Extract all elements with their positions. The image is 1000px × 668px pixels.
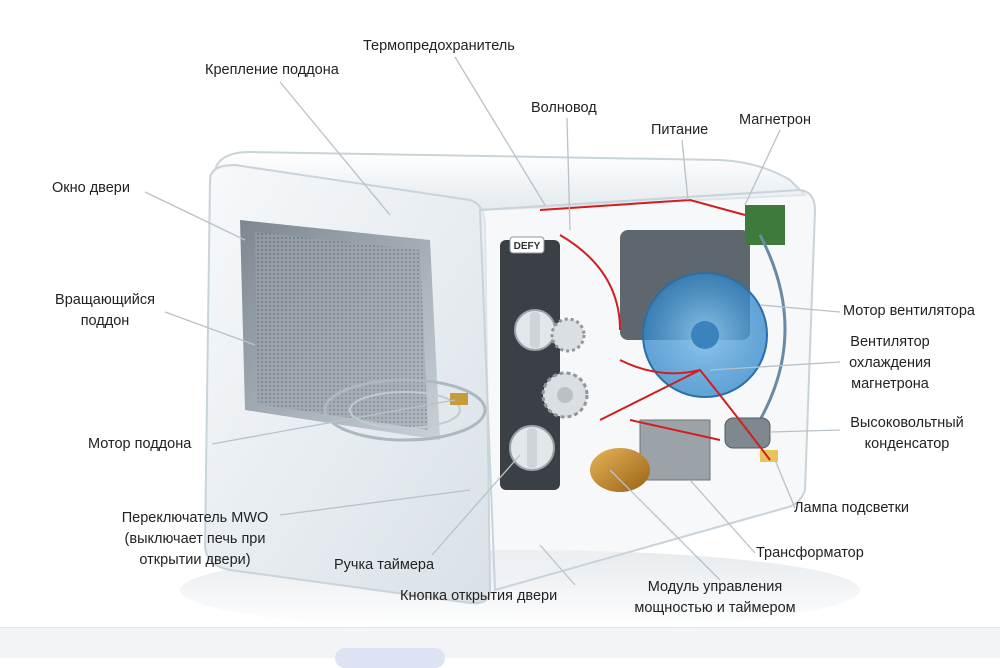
label-mwo-switch-line1: Переключатель MWO bbox=[121, 510, 269, 526]
label-hv-capacitor-line2: конденсатор bbox=[864, 436, 950, 452]
label-rotating-tray: Вращающийся поддон bbox=[45, 290, 165, 332]
fan-guard bbox=[758, 234, 787, 421]
brand-text: DEFY bbox=[514, 241, 541, 252]
label-tray-mount: Крепление поддона bbox=[205, 62, 339, 78]
leader-line bbox=[431, 454, 521, 556]
leader-line bbox=[164, 311, 256, 346]
leader-line bbox=[566, 117, 571, 231]
leader-line bbox=[279, 81, 391, 216]
tray-inner bbox=[349, 391, 461, 429]
label-door-window: Окно двери bbox=[52, 180, 130, 196]
magnetron-pcb bbox=[745, 205, 785, 245]
leader-line bbox=[144, 191, 246, 241]
leader-line bbox=[454, 56, 546, 206]
leader-line bbox=[211, 399, 456, 445]
label-rotating-tray-line2: поддон bbox=[80, 313, 130, 329]
door-window-mesh bbox=[255, 232, 428, 430]
transformer-coil bbox=[590, 448, 650, 492]
leader-line bbox=[689, 479, 756, 554]
leader-line bbox=[709, 361, 841, 371]
label-mwo-switch-line2: (выключает печь при bbox=[124, 531, 266, 547]
leader-line bbox=[744, 129, 781, 206]
label-transformer: Трансформатор bbox=[756, 545, 864, 561]
label-power: Питание bbox=[651, 122, 709, 138]
label-timer-knob: Ручка таймера bbox=[334, 557, 435, 573]
label-control-module-line2: мощностью и таймером bbox=[634, 600, 796, 616]
label-control-module-line1: Модуль управления bbox=[647, 579, 783, 595]
label-tray-motor: Мотор поддона bbox=[88, 436, 192, 452]
control-panel bbox=[500, 240, 560, 490]
label-cooling-fan-line3: магнетрона bbox=[851, 376, 929, 392]
label-cooling-fan: Вентилятор охлаждения магнетрона bbox=[830, 332, 950, 395]
label-lamp: Лампа подсветки bbox=[794, 500, 910, 516]
label-hv-capacitor: Высоковольтный конденсатор bbox=[832, 413, 982, 455]
leader-line bbox=[759, 304, 841, 313]
label-rotating-tray-line1: Вращающийся bbox=[55, 292, 155, 308]
gear-icon bbox=[550, 317, 586, 353]
label-waveguide: Волновод bbox=[531, 100, 597, 116]
leader-line bbox=[681, 139, 689, 201]
label-mwo-switch: Переключатель MWO (выключает печь при от… bbox=[100, 508, 290, 571]
leader-line bbox=[774, 459, 796, 509]
leader-line bbox=[609, 469, 721, 581]
timer-knob-lower bbox=[509, 425, 555, 471]
bottom-toolbar bbox=[0, 627, 1000, 658]
leader-line bbox=[539, 544, 576, 586]
label-cooling-fan-line2: охлаждения bbox=[849, 355, 931, 371]
label-thermal-fuse: Термопредохранитель bbox=[363, 38, 515, 54]
label-hv-capacitor-line1: Высоковольтный bbox=[850, 415, 964, 431]
label-fan-motor: Мотор вентилятора bbox=[843, 303, 975, 319]
leader-line bbox=[769, 429, 841, 433]
fan-hub bbox=[691, 321, 719, 349]
tray-motor-part bbox=[450, 393, 468, 405]
rotating-tray bbox=[323, 378, 487, 442]
label-magnetron: Магнетрон bbox=[739, 112, 811, 128]
label-control-module: Модуль управления мощностью и таймером bbox=[630, 577, 800, 619]
leader-line bbox=[279, 489, 471, 516]
timer-knob-upper bbox=[514, 309, 556, 351]
bottom-pill-button[interactable] bbox=[335, 648, 445, 668]
label-mwo-switch-line3: открытии двери) bbox=[139, 552, 251, 568]
gear-icon bbox=[541, 371, 589, 419]
hv-capacitor bbox=[724, 417, 771, 449]
label-door-button: Кнопка открытия двери bbox=[400, 588, 558, 604]
label-cooling-fan-line1: Вентилятор bbox=[850, 334, 930, 350]
brand-badge bbox=[509, 236, 545, 254]
wire bbox=[539, 198, 771, 461]
